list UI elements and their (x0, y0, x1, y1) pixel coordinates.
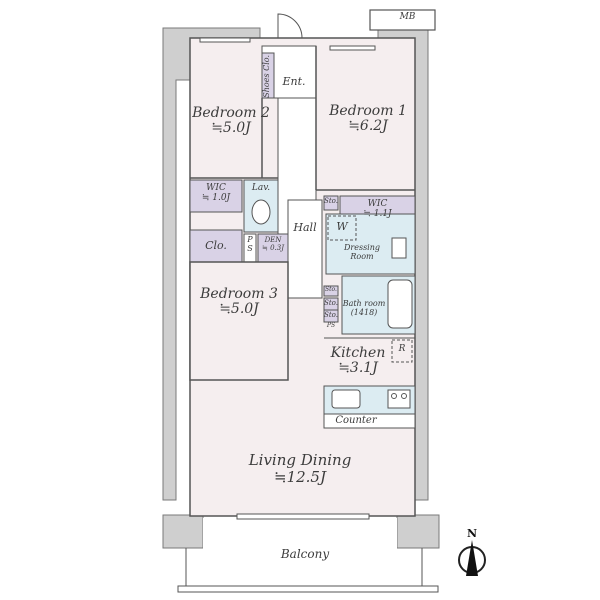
wic2-name: WIC (367, 199, 388, 209)
living-dining-label: Living Dining ≒12.5J (230, 452, 370, 485)
shoes-closet-label: Shoes Clo. (262, 55, 271, 98)
bedroom2-name: Bedroom 2 (192, 105, 270, 121)
entrance-label: Ent. (282, 75, 306, 88)
bedroom2-area: ≒5.0J (211, 120, 251, 137)
living-dining-area: ≒12.5J (274, 467, 326, 486)
kitchen-area: ≒3.1J (338, 360, 378, 377)
bedroom1-area: ≒6.2J (348, 118, 388, 135)
bedroom3-name: Bedroom 3 (200, 286, 278, 302)
bedroom2-label: Bedroom 2 ≒5.0J (190, 105, 272, 137)
bedroom3-label: Bedroom 3 ≒5.0J (190, 286, 288, 318)
wic1-name: WIC (206, 183, 226, 193)
balcony-label: Balcony (280, 547, 330, 561)
kitchen-label: Kitchen ≒3.1J (322, 345, 394, 377)
dressing-room-label: Dressing Room (343, 243, 380, 261)
den-area: ≒ 0.3J (261, 243, 285, 252)
bedroom1-label: Bedroom 1 ≒6.2J (318, 103, 418, 135)
ps2-label: PS (326, 322, 336, 329)
wic1-label: WIC ≒ 1.0J (190, 183, 242, 204)
storage-a-label: Sto. (324, 197, 338, 205)
washer-label: W (336, 220, 348, 233)
bathroom-label: Bath room (1418) (342, 299, 386, 318)
mb-label: MB (399, 12, 416, 22)
bathroom-name: Bath room (342, 299, 386, 308)
counter-label: Counter (335, 415, 377, 426)
compass-icon (458, 540, 486, 576)
kitchen-name: Kitchen (330, 345, 386, 361)
den-label: DEN ≒ 0.3J (258, 236, 288, 252)
wic1-area: ≒ 1.0J (201, 192, 231, 203)
wic2-label: WIC ≒ 1.1J (340, 199, 415, 220)
storage-d-label: Sto. (324, 311, 338, 319)
lav-label: Lav. (251, 183, 271, 193)
storage-c-label: Sto. (324, 299, 338, 307)
hall-label: Hall (293, 221, 317, 234)
closet-label: Clo. (205, 239, 227, 252)
storage-b-label: Sto. (325, 286, 337, 293)
bathroom-size: (1418) (350, 307, 378, 317)
ps-label: P S (247, 235, 253, 253)
refrigerator-label: R (398, 344, 406, 354)
den-name: DEN (264, 236, 282, 244)
bedroom1-name: Bedroom 1 (329, 103, 407, 119)
living-dining-name: Living Dining (248, 451, 352, 469)
bedroom3-area: ≒5.0J (219, 301, 259, 318)
compass-north-label: N (466, 527, 478, 540)
wic2-area: ≒ 1.1J (363, 208, 392, 219)
